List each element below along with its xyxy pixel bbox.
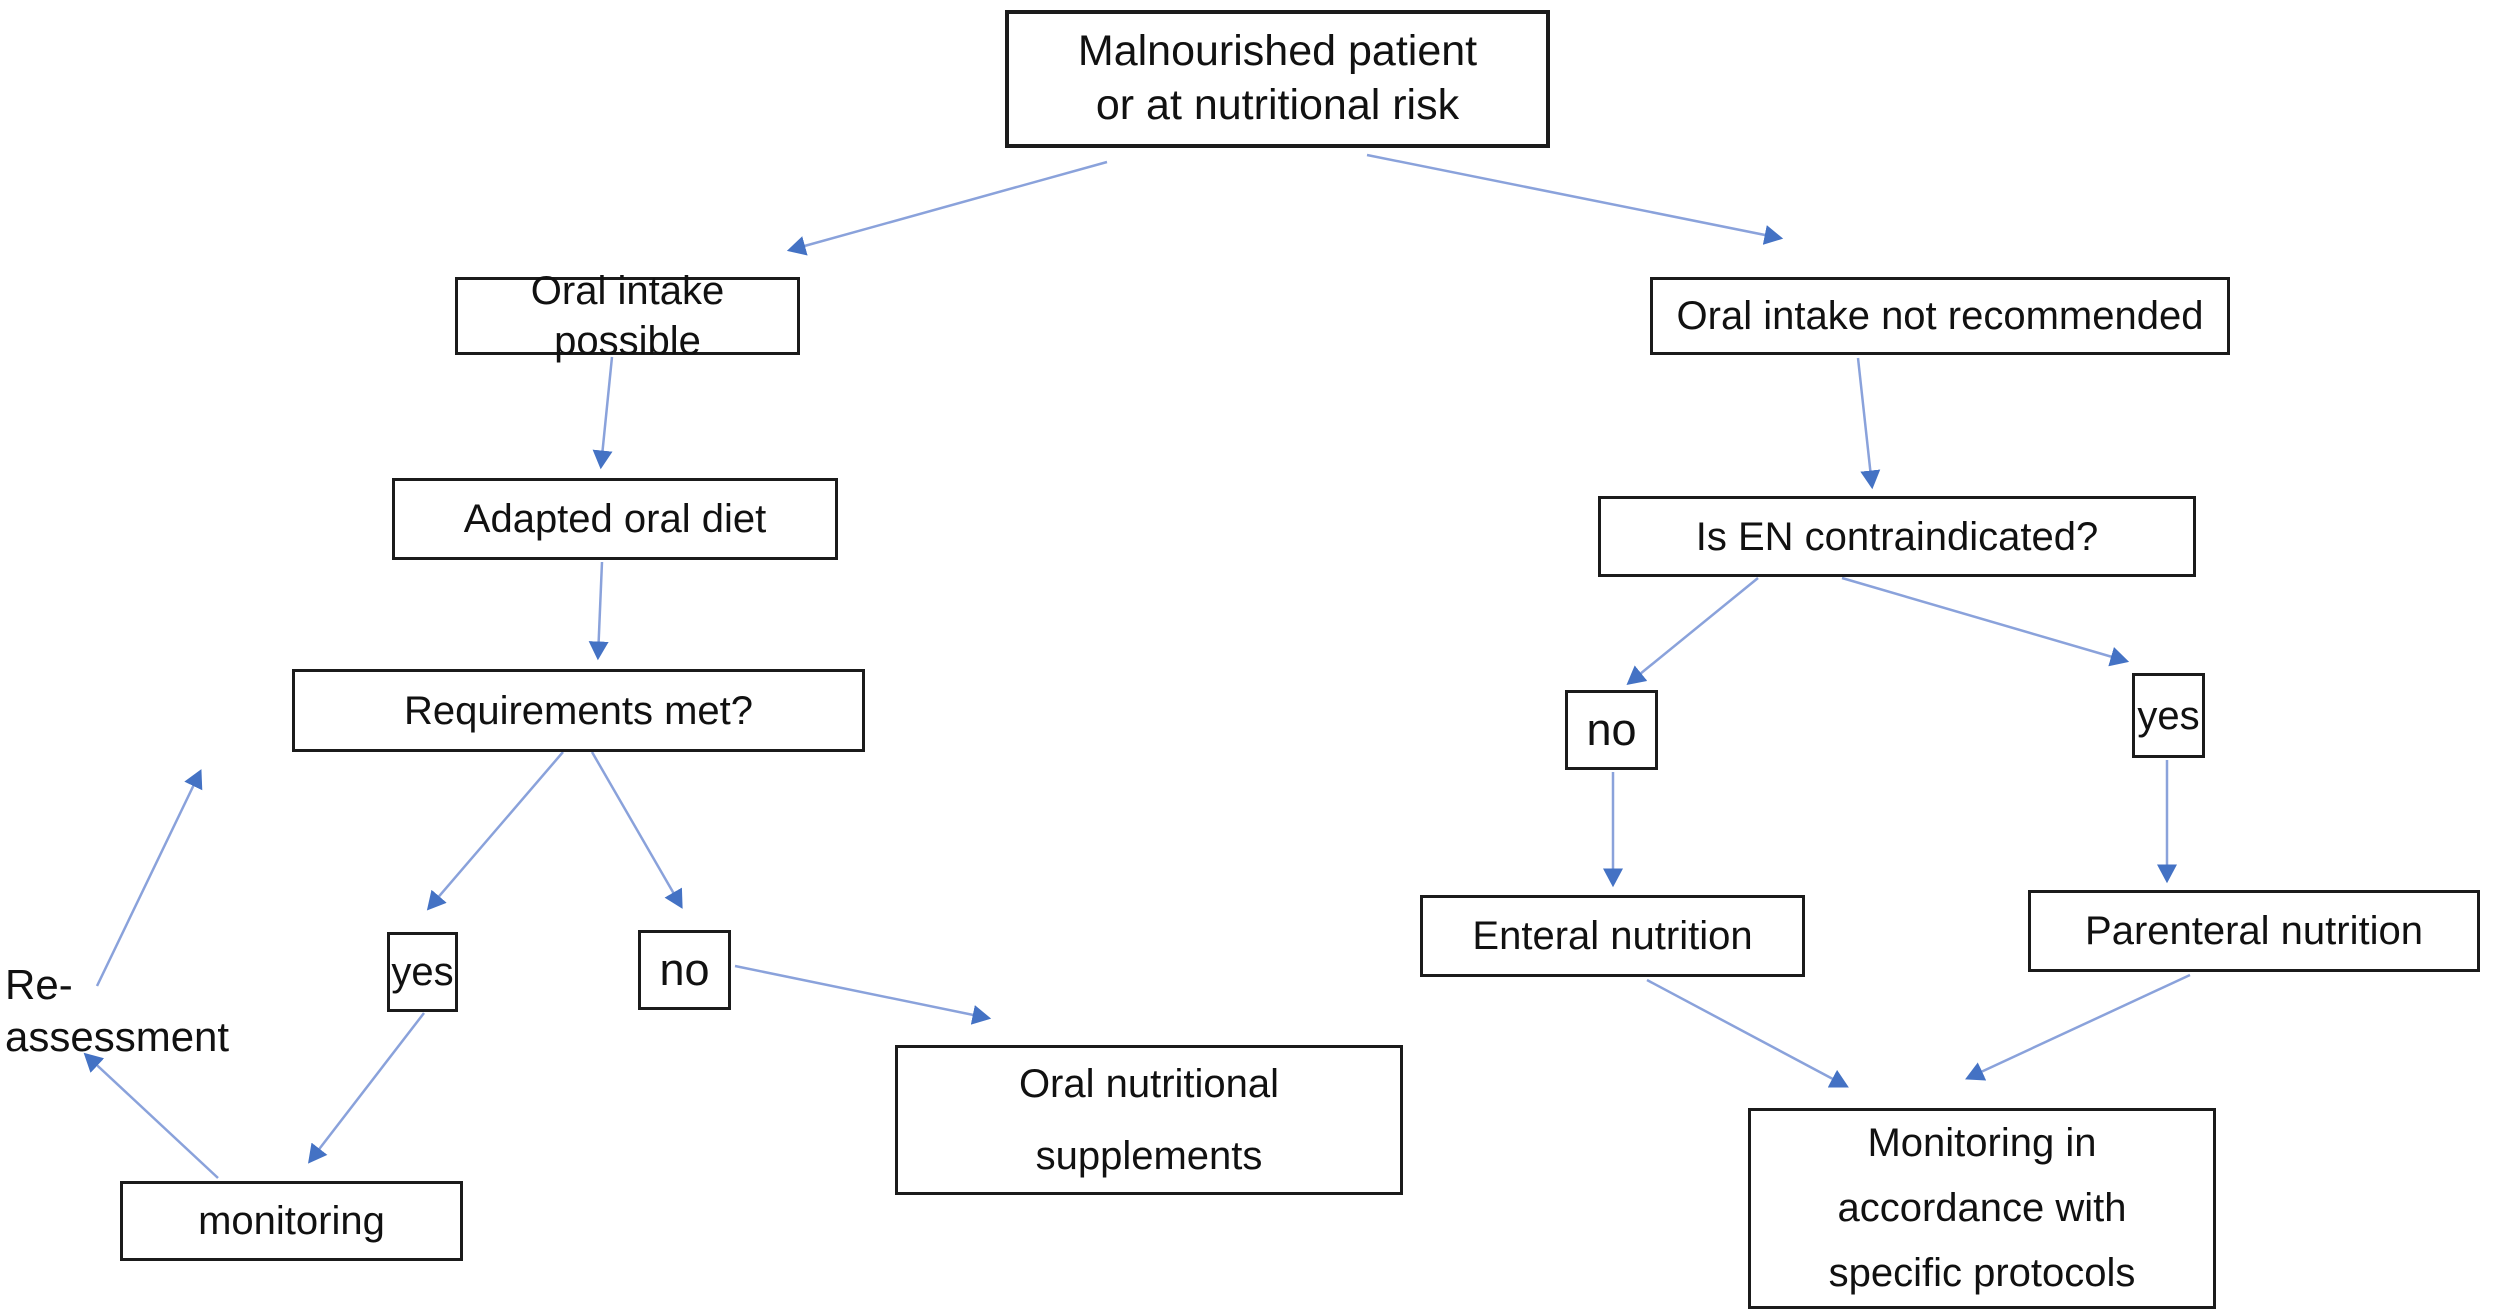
node-enteral-nutrition: Enteral nutrition [1420, 895, 1805, 977]
arrow-en-contraindicated-to-yes [1841, 576, 2130, 667]
node-requirements-met: Requirements met? [292, 669, 865, 752]
node-yes-right: yes [2132, 673, 2205, 758]
arrow-requirements-to-yes [426, 751, 564, 911]
node-no-left: no [638, 930, 731, 1010]
node-oral-intake-not-recommended: Oral intake not recommended [1650, 277, 2230, 355]
arrow-monitoring-to-reassessment [83, 1052, 219, 1179]
arrow-adapted-diet-to-requirements [588, 561, 609, 661]
node-monitoring-protocols: Monitoring in accordance with specific p… [1748, 1108, 2216, 1309]
label-re-assessment: Re-assessment [5, 960, 230, 1061]
arrow-oral-possible-to-adapted-diet [592, 356, 614, 470]
node-no-right: no [1565, 690, 1658, 770]
node-yes-left: yes [387, 932, 458, 1012]
arrow-en-contraindicated-to-no [1626, 577, 1759, 686]
arrow-malnourished-to-oral-possible [786, 160, 1108, 256]
arrow-not-recommended-to-en-contraindicated [1856, 357, 1881, 490]
arrow-no-to-supplements [734, 964, 992, 1025]
node-is-en-contraindicated: Is EN contraindicated? [1598, 496, 2196, 577]
node-monitoring: monitoring [120, 1181, 463, 1261]
node-malnourished-patient: Malnourished patient or at nutritional r… [1005, 10, 1550, 148]
arrow-malnourished-to-oral-not-recommended [1366, 153, 1784, 245]
arrow-enteral-to-protocols [1646, 978, 1849, 1088]
arrow-reassessment-to-requirements [95, 769, 203, 987]
node-parenteral-nutrition: Parenteral nutrition [2028, 890, 2480, 972]
arrow-requirements-to-no [590, 751, 683, 909]
arrow-yes-to-monitoring [308, 1012, 425, 1164]
node-oral-nutritional-supplements: Oral nutritional supplements [895, 1045, 1403, 1195]
arrow-parenteral-to-protocols [1965, 973, 2191, 1081]
node-adapted-oral-diet: Adapted oral diet [392, 478, 838, 560]
node-oral-intake-possible: Oral intake possible [455, 269, 800, 363]
